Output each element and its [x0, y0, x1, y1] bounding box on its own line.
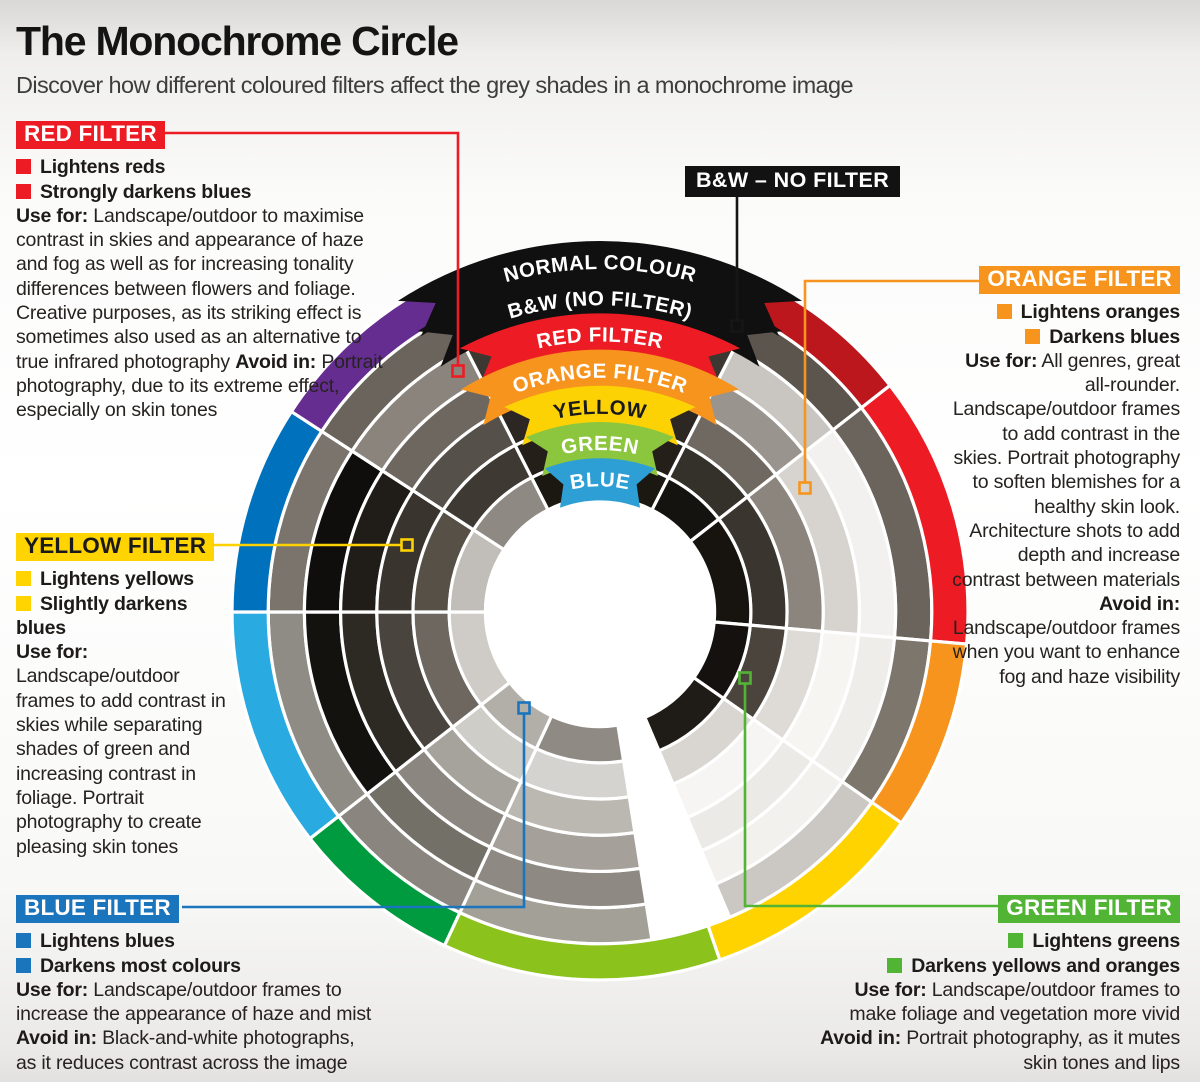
section-orange-filter-0: Use for: All genres, great all-rounder. …: [952, 349, 1180, 591]
bullet-square-icon: [1025, 328, 1041, 344]
page-title: The Monochrome Circle: [16, 18, 459, 64]
section-green-filter-0: Use for: Landscape/outdoor frames to mak…: [849, 978, 1180, 1026]
bw-no-filter-label: B&W – NO FILTER: [685, 166, 901, 197]
filter-header-blue-filter: BLUE FILTER: [16, 895, 179, 924]
orange-connector-marker: [798, 481, 812, 495]
red-connector: [165, 131, 460, 365]
bullet-yellow-filter-1: Slightly darkens blues: [16, 592, 188, 639]
section-red-filter-0: Use for: Landscape/outdoor to maximise c…: [16, 204, 364, 373]
ring-banner-2: [417, 277, 783, 367]
bullet-square-icon: [16, 183, 31, 199]
section-green-filter-1: Avoid in: Portrait photography, as it mu…: [820, 1027, 1180, 1074]
green-connector-marker: [738, 671, 752, 685]
filter-header-green-filter: GREEN FILTER: [998, 895, 1180, 924]
section-red-filter-1: Avoid in: Portrait photography, due to i…: [16, 350, 383, 422]
bullet-square-icon: [16, 957, 31, 973]
bullet-red-filter-1: Strongly darkens blues: [16, 180, 388, 204]
bullet-square-icon: [996, 304, 1012, 320]
filter-header-yellow-filter: YELLOW FILTER: [16, 533, 215, 562]
bullet-orange-filter-0: Lightens oranges: [950, 300, 1180, 324]
red-connector-marker: [451, 364, 465, 378]
bullet-green-filter-1: Darkens yellows and oranges: [812, 954, 1180, 978]
section-blue-filter-0: Use for: Landscape/outdoor frames to inc…: [16, 978, 372, 1026]
orange-connector: [803, 279, 983, 482]
bullet-square-icon: [16, 571, 31, 587]
bullet-orange-filter-1: Darkens blues: [950, 325, 1180, 349]
filter-header-red-filter: RED FILTER: [16, 121, 165, 150]
section-blue-filter-1: Avoid in: Black-and-white photographs, a…: [16, 1027, 355, 1074]
bullet-square-icon: [16, 159, 31, 175]
green-connector: [743, 684, 1001, 908]
filter-header-orange-filter: ORANGE FILTER: [979, 266, 1180, 295]
bullet-yellow-filter-0: Lightens yellows: [16, 567, 232, 591]
wheel-cell-purple-blue: [471, 475, 551, 552]
ring-banner-6: [525, 422, 675, 476]
ring-banner-3: [459, 313, 741, 386]
ring-banner-label-6: GREEN: [559, 432, 640, 459]
black-connector-marker: [730, 319, 744, 333]
blue-connector: [182, 714, 526, 909]
bullet-green-filter-0: Lightens greens: [812, 929, 1180, 953]
blue-connector-marker: [517, 701, 531, 715]
bullet-blue-filter-1: Darkens most colours: [16, 954, 372, 978]
section-orange-filter-1: Avoid in: Landscape/outdoor frames when …: [952, 592, 1180, 688]
wheel-centre: [486, 498, 714, 726]
yellow-connector-marker: [400, 538, 414, 552]
ring-banner-7: [544, 458, 656, 508]
page-subtitle: Discover how different coloured filters …: [16, 72, 854, 98]
bullet-square-icon: [1008, 933, 1024, 949]
section-yellow-filter-0: Use for: Landscape/outdoor frames to add…: [16, 641, 226, 858]
bullet-square-icon: [16, 933, 31, 949]
bullet-square-icon: [16, 595, 31, 611]
bullet-square-icon: [887, 957, 903, 973]
ring-banner-1: [397, 240, 803, 337]
bullet-blue-filter-0: Lightens blues: [16, 929, 372, 953]
bullet-red-filter-0: Lightens reds: [16, 155, 388, 179]
